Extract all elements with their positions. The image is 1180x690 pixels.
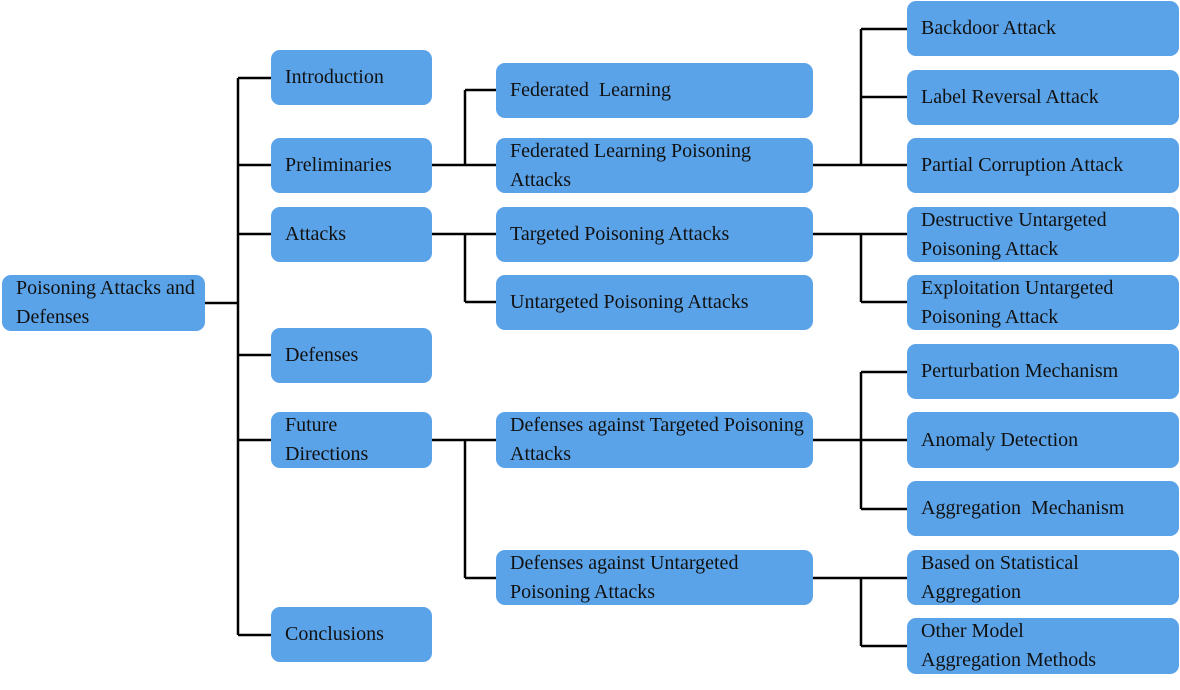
node-label: Defenses against Untargeted Poisoning At… — [510, 551, 739, 603]
node-label: Anomaly Detection — [921, 428, 1079, 451]
node-other-model-aggregation: Other Model Aggregation Methods — [907, 618, 1179, 674]
node-label: Introduction — [285, 66, 384, 88]
node-label: Federated Learning Poisoning Attacks — [510, 139, 752, 191]
node-label: Based on Statistical Aggregation — [921, 551, 1079, 603]
node-attacks: Attacks — [271, 207, 432, 262]
node-conclusions: Conclusions — [271, 607, 432, 662]
node-label: Other Model Aggregation Methods — [921, 620, 1096, 671]
node-label: Aggregation Mechanism — [921, 497, 1125, 519]
node-label: Conclusions — [285, 623, 384, 645]
node-defenses: Defenses — [271, 328, 432, 383]
node-preliminaries: Preliminaries — [271, 138, 432, 193]
node-statistical-aggregation: Based on Statistical Aggregation — [907, 550, 1179, 605]
node-label: Label Reversal Attack — [921, 86, 1099, 108]
node-federated-learning: Federated Learning — [496, 63, 813, 118]
node-targeted-poisoning-attacks: Targeted Poisoning Attacks — [496, 207, 813, 262]
node-label: Attacks — [285, 223, 347, 245]
node-aggregation-mechanism: Aggregation Mechanism — [907, 481, 1179, 536]
node-label: Exploitation Untargeted Poisoning Attack — [921, 276, 1114, 328]
node-defenses-against-untargeted: Defenses against Untargeted Poisoning At… — [496, 550, 813, 605]
node-backdoor-attack: Backdoor Attack — [907, 1, 1179, 56]
node-defenses-against-targeted: Defenses against Targeted Poisoning Atta… — [496, 412, 813, 468]
node-label: Backdoor Attack — [921, 17, 1056, 39]
node-partial-corruption-attack: Partial Corruption Attack — [907, 138, 1179, 193]
node-label-reversal-attack: Label Reversal Attack — [907, 70, 1179, 125]
node-label: Federated Learning — [510, 79, 672, 101]
node-poisoning-attacks-and-defenses: Poisoning Attacks and Defenses — [2, 275, 205, 331]
node-label: Untargeted Poisoning Attacks — [510, 291, 749, 313]
node-label: Destructive Untargeted Poisoning Attack — [921, 208, 1107, 260]
node-anomaly-detection: Anomaly Detection — [907, 412, 1179, 468]
node-exploitation-untargeted: Exploitation Untargeted Poisoning Attack — [907, 275, 1179, 330]
node-label: Targeted Poisoning Attacks — [510, 223, 730, 245]
node-label: Preliminaries — [285, 154, 392, 176]
node-label: Partial Corruption Attack — [921, 154, 1124, 176]
node-label: Future Directions — [285, 414, 369, 465]
node-future-directions: Future Directions — [271, 412, 432, 468]
node-untargeted-poisoning-attacks: Untargeted Poisoning Attacks — [496, 275, 813, 330]
node-label: Defenses against Targeted Poisoning Atta… — [510, 414, 804, 465]
node-destructive-untargeted: Destructive Untargeted Poisoning Attack — [907, 207, 1179, 262]
node-perturbation-mechanism: Perturbation Mechanism — [907, 344, 1179, 399]
node-label: Perturbation Mechanism — [921, 360, 1119, 382]
node-federated-learning-poisoning-attacks: Federated Learning Poisoning Attacks — [496, 138, 813, 193]
node-introduction: Introduction — [271, 50, 432, 105]
node-label: Defenses — [285, 344, 359, 366]
node-label: Poisoning Attacks and Defenses — [16, 277, 195, 328]
